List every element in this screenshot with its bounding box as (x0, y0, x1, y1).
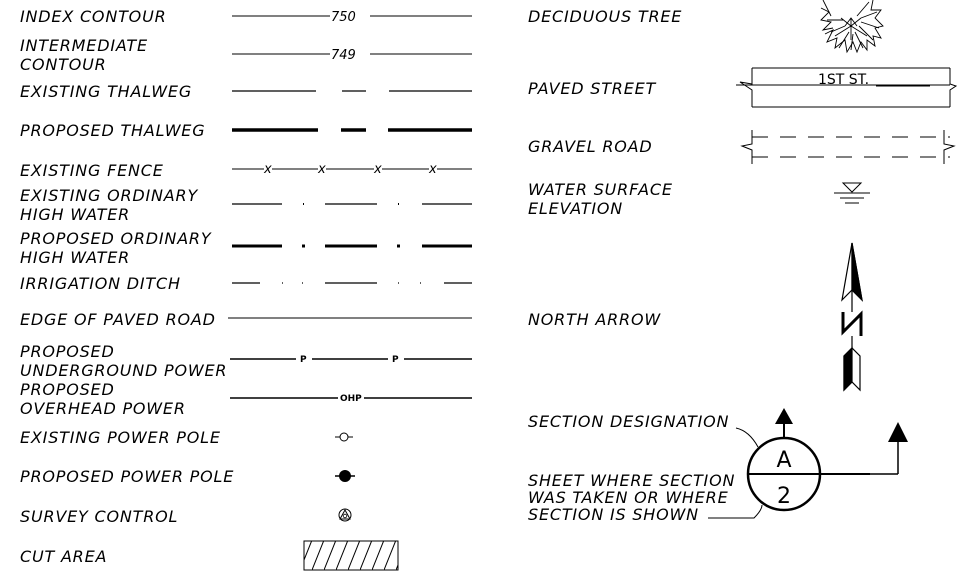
fence-marker-4: x (428, 162, 437, 177)
proposed-power-pole-label: PROPOSED POWER POLE (20, 467, 235, 486)
index-contour-label: INDEX CONTOUR (20, 7, 167, 26)
edge-paved-road-label: EDGE OF PAVED ROAD (20, 310, 216, 329)
ug-marker-1: P (300, 355, 307, 365)
section-designation-label: SECTION DESIGNATION (528, 412, 730, 431)
existing-ohw-label: EXISTING ORDINARY HIGH WATER (20, 186, 199, 224)
deciduous-tree-label: DECIDUOUS TREE (528, 7, 683, 26)
proposed-thalweg-label: PROPOSED THALWEG (20, 121, 206, 140)
cut-area-symbol (303, 540, 399, 571)
fence-marker-1: x (263, 162, 272, 177)
gravel-road-symbol (740, 130, 956, 164)
paved-street-symbol (736, 67, 958, 108)
water-surface-symbol (834, 182, 870, 204)
existing-thalweg-label: EXISTING THALWEG (20, 82, 193, 101)
proposed-ohw-label: PROPOSED ORDINARY HIGH WATER (20, 229, 212, 267)
proposed-power-pole-symbol (335, 470, 355, 482)
index-contour-value: 750 (331, 10, 356, 25)
sheet-number: 2 (777, 484, 791, 509)
proposed-ug-power-label: PROPOSED UNDERGROUND POWER (20, 342, 228, 380)
section-designation-symbol (708, 408, 908, 519)
north-arrow-icon (841, 242, 863, 392)
proposed-oh-power-label: PROPOSED OVERHEAD POWER (20, 380, 186, 418)
section-letter: A (776, 448, 791, 473)
intermediate-contour-symbol: 749 (232, 48, 472, 63)
existing-power-pole-symbol (335, 432, 353, 442)
deciduous-tree-icon (820, 0, 884, 54)
ohp-marker: OHP (340, 394, 362, 404)
water-surface-label: WATER SURFACE ELEVATION (528, 180, 673, 218)
fence-marker-2: x (317, 162, 326, 177)
cut-area-label: CUT AREA (20, 547, 108, 566)
irrigation-ditch-label: IRRIGATION DITCH (20, 274, 181, 293)
index-contour-symbol: 750 (232, 10, 472, 25)
intermediate-contour-label: INTERMEDIATE CONTOUR (20, 36, 148, 74)
existing-power-pole-label: EXISTING POWER POLE (20, 428, 221, 447)
existing-fence-label: EXISTING FENCE (20, 161, 164, 180)
existing-fence-symbol: x x x x (232, 162, 472, 177)
fence-marker-3: x (373, 162, 382, 177)
proposed-ug-power-symbol: P P (230, 355, 472, 365)
intermediate-contour-value: 749 (331, 48, 356, 63)
survey-control-symbol (338, 508, 352, 522)
survey-control-label: SURVEY CONTROL (20, 507, 179, 526)
sheet-where-label: SHEET WHERE SECTION WAS TAKEN OR WHERE S… (528, 471, 736, 524)
ug-marker-2: P (392, 355, 399, 365)
gravel-road-label: GRAVEL ROAD (528, 137, 653, 156)
paved-street-label: PAVED STREET (528, 79, 657, 98)
proposed-oh-power-symbol: OHP (230, 394, 472, 404)
north-arrow-label: NORTH ARROW (528, 310, 661, 329)
street-name-text: 1ST ST. (818, 72, 869, 88)
